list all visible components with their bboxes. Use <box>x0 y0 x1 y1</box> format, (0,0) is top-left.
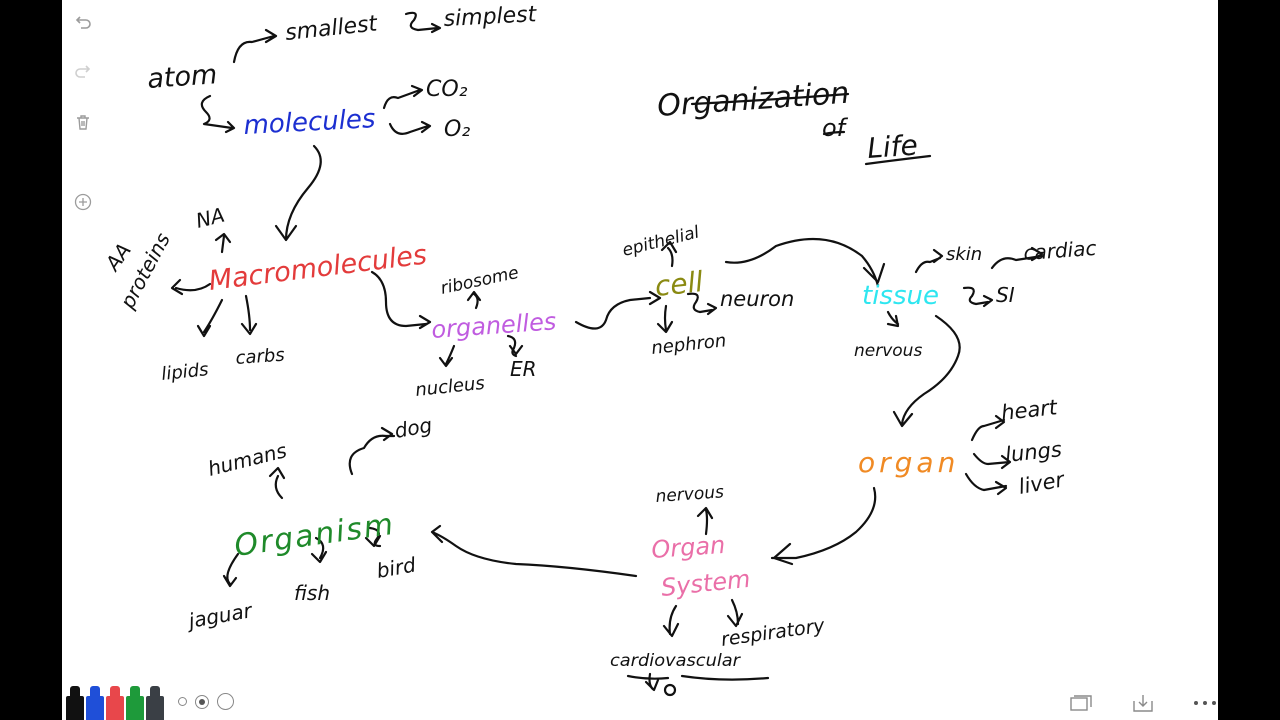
title-life: Life <box>866 129 919 165</box>
pages-icon[interactable] <box>1068 692 1094 714</box>
o2-label: O₂ <box>444 117 470 142</box>
eraser[interactable] <box>146 686 164 720</box>
skin-label: skin <box>946 244 982 265</box>
nephron-label: nephron <box>650 330 727 359</box>
lipids-label: lipids <box>160 359 209 385</box>
jaguar-label: jaguar <box>184 598 256 634</box>
size-medium[interactable] <box>195 694 209 709</box>
blue-marker[interactable] <box>86 686 104 720</box>
liver-label: liver <box>1017 467 1067 499</box>
lungs-label: lungs <box>1004 437 1063 467</box>
red-marker[interactable] <box>106 686 124 720</box>
pen-toolbar <box>66 680 234 720</box>
tissue-label: tissue <box>862 281 939 311</box>
bird-label: bird <box>375 552 418 582</box>
size-large[interactable] <box>217 693 234 710</box>
undo-icon[interactable] <box>72 12 94 34</box>
ribosome-label: ribosome <box>439 263 521 299</box>
smallest-label: smallest <box>284 11 380 46</box>
organ-system-label-2: System <box>660 565 752 602</box>
epithelial-label: epithelial <box>620 222 701 260</box>
er-label: ER <box>510 357 537 381</box>
black-marker[interactable] <box>66 684 84 720</box>
green-marker[interactable] <box>126 686 144 720</box>
humans-label: humans <box>205 438 289 481</box>
dog-label: dog <box>393 413 434 443</box>
co2-label: CO₂ <box>426 77 468 102</box>
si-label: SI <box>996 283 1015 307</box>
nucleus-label: nucleus <box>414 373 485 401</box>
nervous-system-label: nervous <box>655 482 725 507</box>
trash-icon[interactable] <box>72 111 94 133</box>
fish-label: fish <box>294 581 330 605</box>
molecules-label: molecules <box>243 104 376 141</box>
organ-system-label-1: Organ <box>650 531 726 564</box>
heart-label: heart <box>1000 395 1059 425</box>
size-small[interactable] <box>178 697 187 706</box>
proteins-label: proteins <box>115 229 175 314</box>
drawing-canvas[interactable]: atom smallest simplest molecules CO₂ O₂ … <box>62 0 1218 720</box>
cardiac-label: cardiac <box>1023 236 1097 265</box>
ink-layer: atom smallest simplest molecules CO₂ O₂ … <box>99 2 1097 697</box>
atom-label: atom <box>146 59 218 95</box>
canvas-actions <box>1068 692 1218 714</box>
nervous-tissue-label: nervous <box>854 341 922 361</box>
cell-label: cell <box>653 265 705 303</box>
simplest-label: simplest <box>443 2 538 32</box>
more-icon[interactable] <box>1192 692 1218 714</box>
carbs-label: carbs <box>235 345 285 369</box>
neuron-label: neuron <box>720 287 794 311</box>
macromolecules-label: Macromolecules <box>207 239 429 297</box>
stroke-size-selector <box>178 693 234 710</box>
organ-label: organ <box>858 446 959 479</box>
cardiovascular-label: cardiovascular <box>610 651 741 671</box>
redo-icon[interactable] <box>72 61 94 83</box>
title-of: of <box>822 114 849 142</box>
add-page-icon[interactable] <box>72 191 94 213</box>
respiratory-label: respiratory <box>720 615 827 651</box>
organelles-label: organelles <box>430 307 557 344</box>
export-icon[interactable] <box>1130 692 1156 714</box>
na-label: NA <box>193 203 227 233</box>
